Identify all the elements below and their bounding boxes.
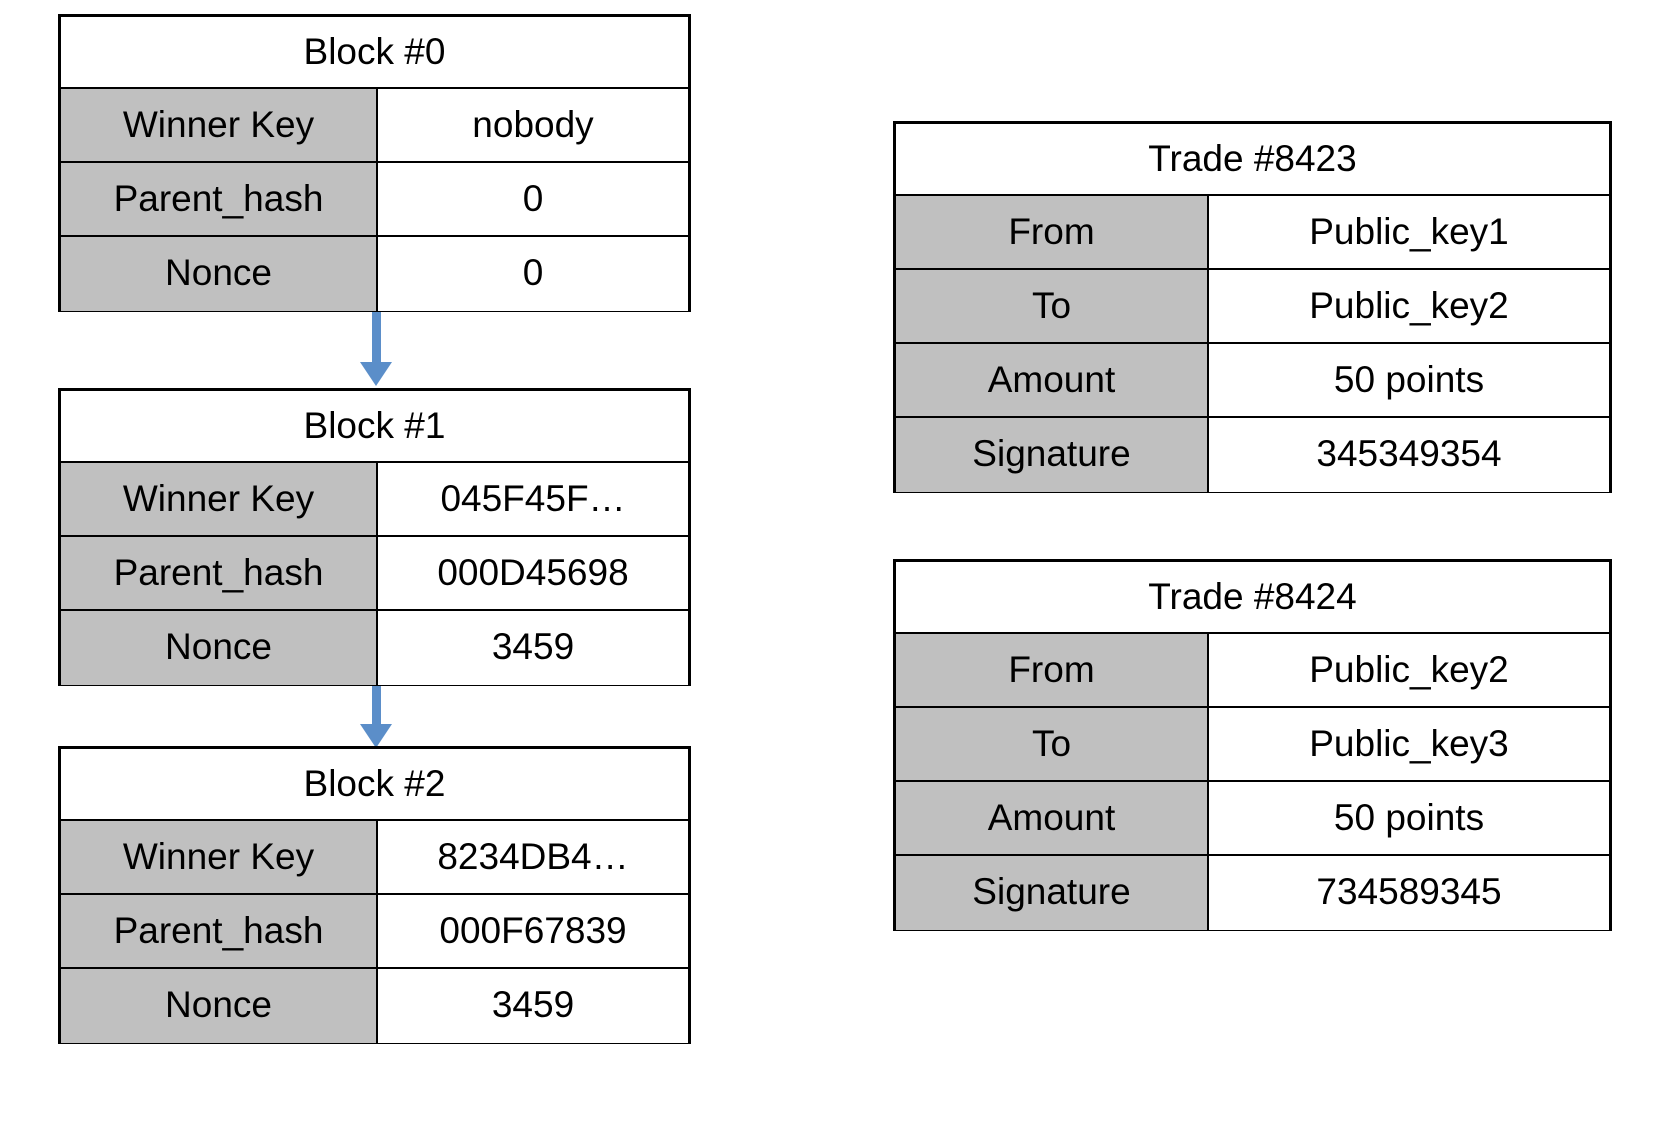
trade-title: Trade #8423 [896,124,1609,196]
block-title: Block #1 [61,391,688,463]
block-row-winner-key: Winner Key 045F45F… [61,463,688,537]
block-row-value: 3459 [378,611,688,685]
trade-row-label: To [896,270,1209,342]
block-title: Block #0 [61,17,688,89]
arrow-head [360,362,392,386]
block-row-label: Winner Key [61,463,378,535]
block-row-value: 000F67839 [378,895,688,967]
trade-row-label: Amount [896,782,1209,854]
trade-row-value: 50 points [1209,344,1609,416]
trade-row-to: To Public_key2 [896,270,1609,344]
block-row-parent-hash: Parent_hash 000D45698 [61,537,688,611]
block-row-value: 0 [378,163,688,235]
block-row-value: 000D45698 [378,537,688,609]
block-row-nonce: Nonce 0 [61,237,688,311]
trade-row-from: From Public_key1 [896,196,1609,270]
trade-card-1: Trade #8424 From Public_key2 To Public_k… [893,559,1612,931]
trade-row-label: Signature [896,856,1209,930]
block-row-value: nobody [378,89,688,161]
trade-row-value: Public_key3 [1209,708,1609,780]
arrow-shaft [372,686,381,726]
block-row-label: Nonce [61,969,378,1043]
trade-row-value: Public_key2 [1209,634,1609,706]
trade-row-label: Signature [896,418,1209,492]
trade-card-0: Trade #8423 From Public_key1 To Public_k… [893,121,1612,493]
block-row-label: Parent_hash [61,895,378,967]
arrow-head [360,724,392,748]
block-row-label: Parent_hash [61,163,378,235]
block-row-label: Nonce [61,237,378,311]
block-link-arrow-icon [356,312,396,388]
block-row-label: Parent_hash [61,537,378,609]
trade-row-label: From [896,634,1209,706]
trade-row-to: To Public_key3 [896,708,1609,782]
block-row-label: Winner Key [61,821,378,893]
trade-row-value: 734589345 [1209,856,1609,930]
block-row-nonce: Nonce 3459 [61,969,688,1043]
block-row-value: 045F45F… [378,463,688,535]
trade-row-from: From Public_key2 [896,634,1609,708]
block-row-value: 3459 [378,969,688,1043]
block-row-label: Nonce [61,611,378,685]
trade-row-value: 345349354 [1209,418,1609,492]
block-row-value: 8234DB4… [378,821,688,893]
trade-row-value: Public_key2 [1209,270,1609,342]
trade-title: Trade #8424 [896,562,1609,634]
trade-row-amount: Amount 50 points [896,344,1609,418]
block-row-winner-key: Winner Key nobody [61,89,688,163]
block-link-arrow-icon [356,686,396,748]
trade-row-value: 50 points [1209,782,1609,854]
trade-row-signature: Signature 345349354 [896,418,1609,492]
block-row-parent-hash: Parent_hash 000F67839 [61,895,688,969]
trade-row-label: From [896,196,1209,268]
trade-row-amount: Amount 50 points [896,782,1609,856]
trade-row-label: Amount [896,344,1209,416]
block-card-1: Block #1 Winner Key 045F45F… Parent_hash… [58,388,691,686]
block-row-nonce: Nonce 3459 [61,611,688,685]
block-card-0: Block #0 Winner Key nobody Parent_hash 0… [58,14,691,312]
block-row-parent-hash: Parent_hash 0 [61,163,688,237]
trade-row-label: To [896,708,1209,780]
block-row-winner-key: Winner Key 8234DB4… [61,821,688,895]
block-row-label: Winner Key [61,89,378,161]
trade-row-signature: Signature 734589345 [896,856,1609,930]
block-title: Block #2 [61,749,688,821]
arrow-shaft [372,312,381,364]
block-row-value: 0 [378,237,688,311]
block-card-2: Block #2 Winner Key 8234DB4… Parent_hash… [58,746,691,1044]
trade-row-value: Public_key1 [1209,196,1609,268]
